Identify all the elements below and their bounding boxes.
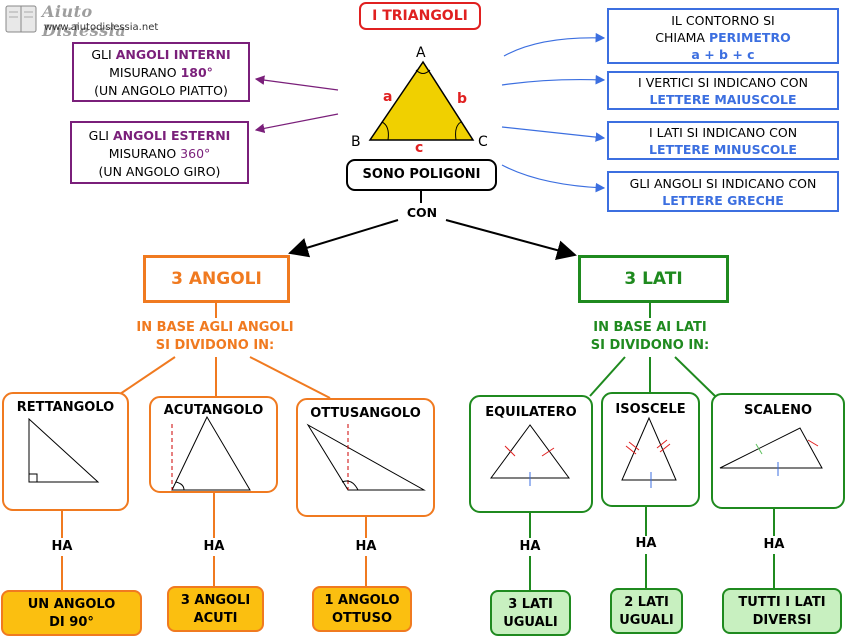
logo-brand: Aiuto Dislessia (42, 2, 127, 40)
triangle-rettangolo (28, 417, 100, 483)
side-c: c (415, 140, 424, 156)
type-isoscele: ISOSCELE (615, 402, 686, 417)
arrow-perimetro (503, 32, 606, 57)
arrow-angoli (501, 164, 606, 193)
vertex-C: C (478, 134, 488, 150)
con-label: CON (406, 205, 438, 220)
arrow-vertici (501, 74, 606, 86)
ha-equilatero: HA (510, 539, 550, 554)
type-rettangolo: RETTANGOLO (16, 400, 115, 415)
main-triangle (368, 60, 475, 141)
box-angoli-esterni: GLI ANGOLI ESTERNI MISURANO 360° (UN ANG… (70, 121, 249, 184)
logo-site: www.aiutodislessia.net (44, 22, 159, 33)
triangle-scaleno (719, 427, 823, 476)
green-branches (529, 303, 775, 590)
box-sono-poligoni: SONO POLIGONI (346, 159, 497, 191)
book-logo-icon (5, 5, 37, 33)
arrow-to-lati (445, 219, 577, 260)
vertex-B: B (351, 134, 361, 150)
ha-scaleno: HA (754, 537, 794, 552)
vertex-A: A (416, 45, 426, 61)
side-b: b (457, 91, 468, 107)
type-equilatero: EQUILATERO (485, 405, 577, 420)
ha-isoscele: HA (626, 536, 666, 551)
box-3-lati: 3 LATI (578, 255, 729, 303)
box-perimetro: IL CONTORNO SI CHIAMA PERIMETRO a + b + … (607, 8, 839, 64)
arrow-esterni (254, 113, 339, 134)
box-3-angoli: 3 ANGOLI (143, 255, 290, 303)
ha-acutangolo: HA (194, 539, 234, 554)
triangle-isoscele (621, 416, 677, 488)
arrow-lati (501, 126, 606, 142)
box-angoli-interni: GLI ANGOLI INTERNI MISURANO 180° (UN ANG… (72, 42, 250, 102)
triangle-ottusangolo (306, 423, 426, 491)
type-ottusangolo: OTTUSANGOLO (310, 406, 421, 421)
side-a: a (383, 89, 393, 105)
orange-branches (61, 303, 367, 590)
triangle-equilatero (490, 424, 570, 486)
arrow-interni (254, 75, 339, 91)
box-lati: I LATI SI INDICANO CON LETTERE MINUSCOLE (607, 121, 839, 160)
logo[interactable]: Aiuto Dislessia www.aiutodislessia.net (0, 0, 165, 40)
type-scaleno: SCALENO (743, 403, 813, 418)
type-acutangolo: ACUTANGOLO (163, 403, 264, 418)
ha-rettangolo: HA (42, 539, 82, 554)
box-vertici: I VERTICI SI INDICANO CON LETTERE MAIUSC… (607, 71, 839, 110)
box-angoli-greche: GLI ANGOLI SI INDICANO CON LETTERE GRECH… (607, 171, 839, 212)
triangle-acutangolo (171, 415, 251, 491)
page-title: I TRIANGOLI (359, 2, 481, 30)
ha-ottusangolo: HA (346, 539, 386, 554)
arrow-to-angoli (288, 219, 399, 258)
